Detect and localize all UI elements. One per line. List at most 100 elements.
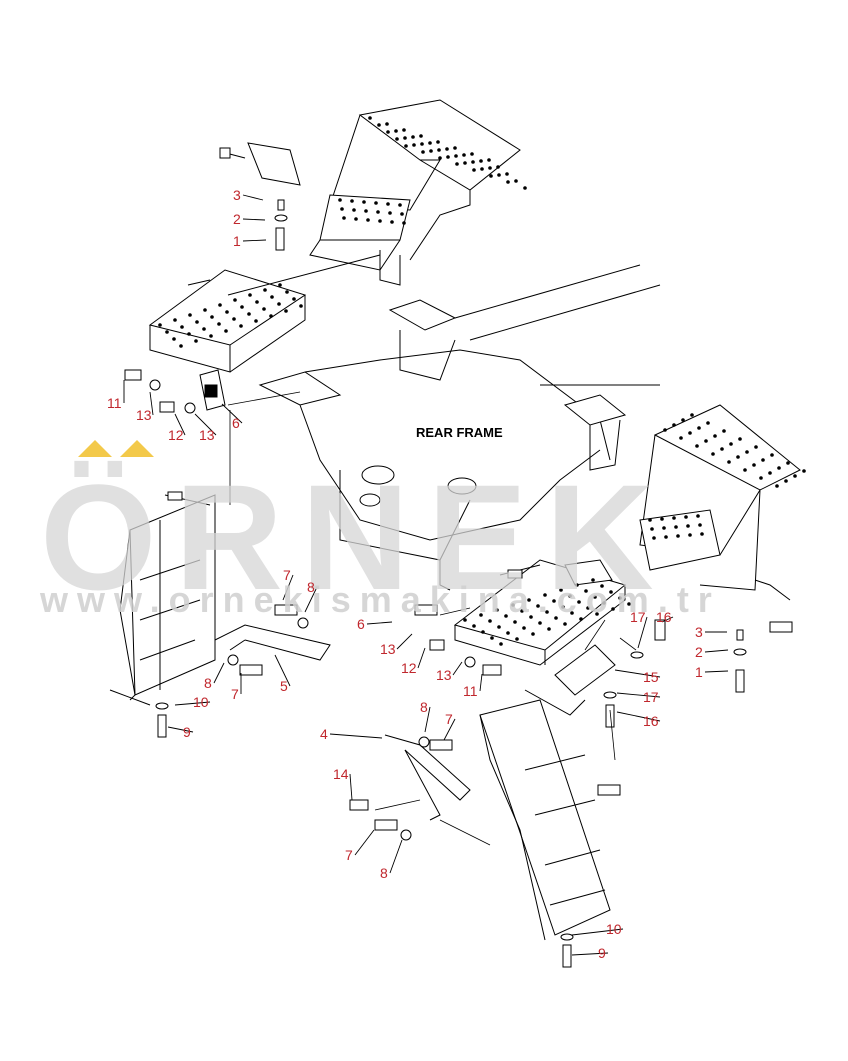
callout-7: 7: [445, 711, 453, 727]
step-hole: [285, 290, 289, 294]
step-hole: [386, 130, 390, 134]
step-hole: [538, 621, 542, 625]
assembly-lines: [227, 391, 637, 846]
callout-15: 15: [643, 669, 659, 685]
step-hole: [188, 313, 192, 317]
step-hole: [402, 221, 406, 225]
callout-13: 13: [436, 667, 452, 683]
step-left: [148, 254, 381, 373]
step-hole: [770, 453, 774, 457]
step-hole: [488, 619, 492, 623]
step-hole: [575, 583, 579, 587]
leader-2: [242, 218, 266, 221]
step-hole: [354, 217, 358, 221]
step-hole: [672, 423, 676, 427]
step-hole: [165, 330, 169, 334]
callout-17: 17: [630, 609, 646, 625]
step-hole: [453, 146, 457, 150]
step-hole: [506, 180, 510, 184]
step-hole: [479, 613, 483, 617]
step-hole: [472, 624, 476, 628]
step-hole: [600, 584, 604, 588]
step-hole: [421, 150, 425, 154]
step-hole: [419, 134, 423, 138]
leader-17: [637, 616, 648, 649]
step-hole: [368, 116, 372, 120]
callout-10: 10: [606, 921, 622, 937]
step-hole: [711, 452, 715, 456]
callout-14: 14: [333, 766, 349, 782]
bracket-15: [554, 644, 616, 696]
step-hole: [481, 630, 485, 634]
leader-6: [221, 403, 243, 424]
step-hole: [695, 444, 699, 448]
callout-7: 7: [231, 686, 239, 702]
step-hole: [364, 209, 368, 213]
step-hole: [543, 593, 547, 597]
step-hole: [385, 122, 389, 126]
ladder-left: [109, 494, 216, 706]
callout-11: 11: [107, 395, 122, 411]
brace-5: [214, 624, 331, 661]
step-hole: [729, 442, 733, 446]
step-hole: [376, 210, 380, 214]
leader-14: [349, 773, 353, 801]
step-hole: [497, 173, 501, 177]
step-hole: [462, 153, 466, 157]
step-hole: [173, 318, 177, 322]
callout-2: 2: [695, 644, 703, 660]
step-hole: [366, 218, 370, 222]
step-hole: [499, 642, 503, 646]
step-hole: [777, 466, 781, 470]
rear-frame-label: REAR FRAME: [416, 425, 503, 440]
step-hole: [269, 314, 273, 318]
bolts: [124, 199, 793, 968]
step-hole: [627, 602, 631, 606]
step-hole: [179, 344, 183, 348]
step-hole: [743, 468, 747, 472]
step-hole: [676, 534, 680, 538]
step-hole: [527, 598, 531, 602]
callout-8: 8: [380, 865, 388, 881]
leader-8: [304, 586, 318, 613]
upper-step-left: [309, 99, 521, 286]
leader-2: [704, 649, 729, 653]
watermark-accent-right: [120, 440, 154, 457]
callout-13: 13: [136, 407, 152, 423]
step-hole: [559, 588, 563, 592]
callout-1: 1: [233, 233, 241, 249]
step-hole: [400, 212, 404, 216]
step-hole: [688, 533, 692, 537]
step-hole: [736, 455, 740, 459]
step-hole: [595, 612, 599, 616]
callout-11: 11: [463, 683, 478, 699]
step-holes: [158, 116, 806, 646]
step-hole: [529, 615, 533, 619]
step-hole: [727, 460, 731, 464]
step-hole: [706, 421, 710, 425]
step-hole: [437, 148, 441, 152]
step-hole: [720, 447, 724, 451]
step-hole: [698, 523, 702, 527]
step-hole: [277, 302, 281, 306]
step-hole: [210, 315, 214, 319]
step-hole: [522, 626, 526, 630]
step-hole: [495, 608, 499, 612]
callout-1: 1: [695, 664, 703, 680]
callout-10: 10: [193, 694, 209, 710]
step-hole: [362, 200, 366, 204]
watermark-accent-left: [78, 440, 112, 457]
step-hole: [662, 526, 666, 530]
step-hole: [239, 324, 243, 328]
step-hole: [209, 334, 213, 338]
step-hole: [158, 323, 162, 327]
step-hole: [299, 304, 303, 308]
step-hole: [761, 458, 765, 462]
mount-bracket-upper: [219, 142, 301, 186]
step-hole: [618, 596, 622, 600]
step-hole: [520, 609, 524, 613]
leader-8: [213, 662, 225, 684]
step-hole: [248, 293, 252, 297]
callout-7: 7: [283, 567, 291, 583]
